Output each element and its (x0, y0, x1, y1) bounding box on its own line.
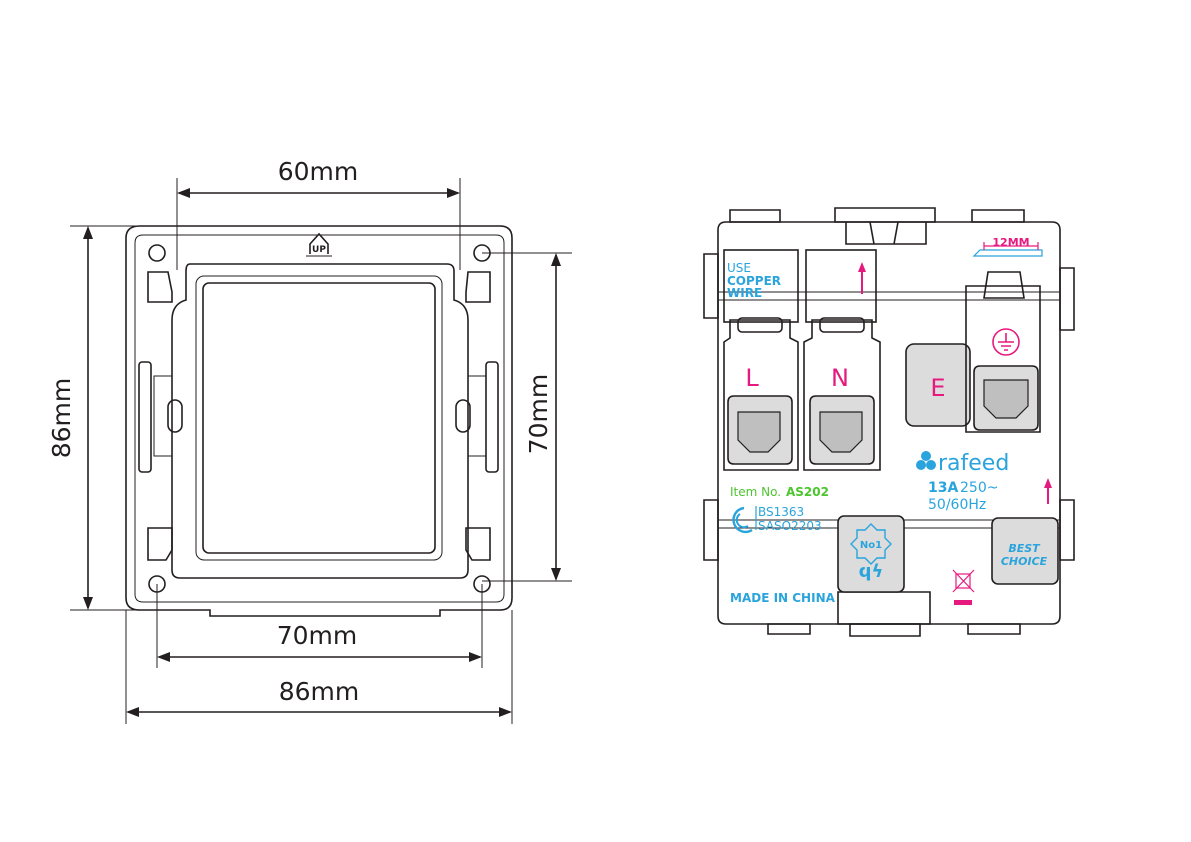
rating-volts: 250~ (960, 480, 998, 496)
strip-length-label: 12MM (992, 236, 1029, 249)
dimension-left-86mm: 86mm (47, 225, 140, 611)
back-view: L N USE COPPER WIRE E (703, 207, 1075, 637)
top-tab (971, 209, 1025, 223)
terminal-l: L (723, 317, 799, 471)
front-view: UP 60mm 86mm 70mm (47, 157, 572, 724)
right-clip-bridge (467, 375, 487, 457)
left-oval-slot (167, 399, 183, 433)
copper-wire-box (723, 249, 799, 323)
top-tab (834, 207, 936, 223)
up-mark: UP (306, 232, 332, 257)
no1-badge: No1 ϥϟ (837, 515, 905, 593)
item-number: AS202 (786, 485, 829, 499)
brand-block: rafeed 13A 250~ 50/60Hz (916, 451, 1052, 513)
corner-hole (148, 244, 166, 262)
standards-block: BS1363 SASO2203 (732, 505, 822, 534)
front-plate-inner-edge (134, 234, 505, 603)
left-side-clip (138, 361, 152, 473)
copper-label: COPPER (727, 274, 781, 288)
best-choice-badge: BEST CHOICE (991, 517, 1059, 585)
dim-label-bottom-outer: 86mm (279, 677, 360, 706)
up-mark-text: UP (312, 245, 326, 255)
terminal-n: N (803, 249, 881, 471)
dim-label-left: 86mm (47, 378, 76, 459)
n-wire-entry (805, 249, 877, 323)
badge-no1-text: No1 (860, 540, 882, 551)
best-label: BEST (1008, 542, 1041, 555)
brand-name: rafeed (938, 451, 1009, 476)
earth-symbol-icon (992, 328, 1020, 356)
latch-tabs (147, 271, 491, 561)
dimension-bottom-86mm: 86mm (125, 610, 513, 724)
brand-logo-icon (916, 451, 936, 470)
strip-gauge: 12MM (972, 236, 1043, 257)
dimension-right-70mm: 70mm (482, 252, 572, 582)
terminal-n-label: N (831, 364, 849, 392)
item-prefix: Item No. (730, 485, 781, 499)
module-bezel (195, 275, 443, 561)
right-oval-slot (455, 399, 471, 433)
dimension-top-60mm: 60mm (176, 157, 461, 270)
wire-label: WIRE (727, 286, 762, 300)
standard-2: SASO2203 (758, 519, 822, 533)
choice-label: CHOICE (1001, 555, 1048, 568)
standard-1: BS1363 (758, 505, 804, 519)
terminal-l-label: L (745, 364, 759, 392)
right-side-clip (485, 361, 499, 473)
frequency: 50/60Hz (928, 497, 986, 513)
module-frame (171, 263, 469, 579)
top-tab (729, 209, 781, 223)
no1-star-icon (850, 523, 892, 565)
dimension-bottom-70mm: 70mm (156, 584, 483, 668)
standard-mark-icon (732, 506, 753, 534)
top-channel (845, 222, 927, 245)
terminal-e-label: E (930, 374, 945, 402)
dim-label-bottom-inner: 70mm (277, 621, 358, 650)
left-clip-bridge (153, 375, 173, 457)
side-rib (703, 253, 719, 319)
bottom-channel (837, 591, 931, 625)
side-rib (1059, 267, 1075, 331)
safety-symbol-icon: ϥϟ (859, 561, 884, 582)
front-plate-outline (125, 225, 513, 617)
made-in-label: MADE IN CHINA (730, 591, 836, 605)
rating-amps: 13A (928, 480, 958, 496)
module-face (202, 282, 436, 554)
dim-label-top: 60mm (278, 157, 359, 186)
dim-label-right: 70mm (524, 374, 553, 455)
use-label: USE (727, 261, 751, 275)
weee-bin-icon (952, 569, 975, 605)
housing-outline (717, 221, 1061, 625)
side-rib (703, 499, 719, 561)
terminal-e: E (905, 271, 1041, 433)
side-rib (1059, 499, 1075, 561)
